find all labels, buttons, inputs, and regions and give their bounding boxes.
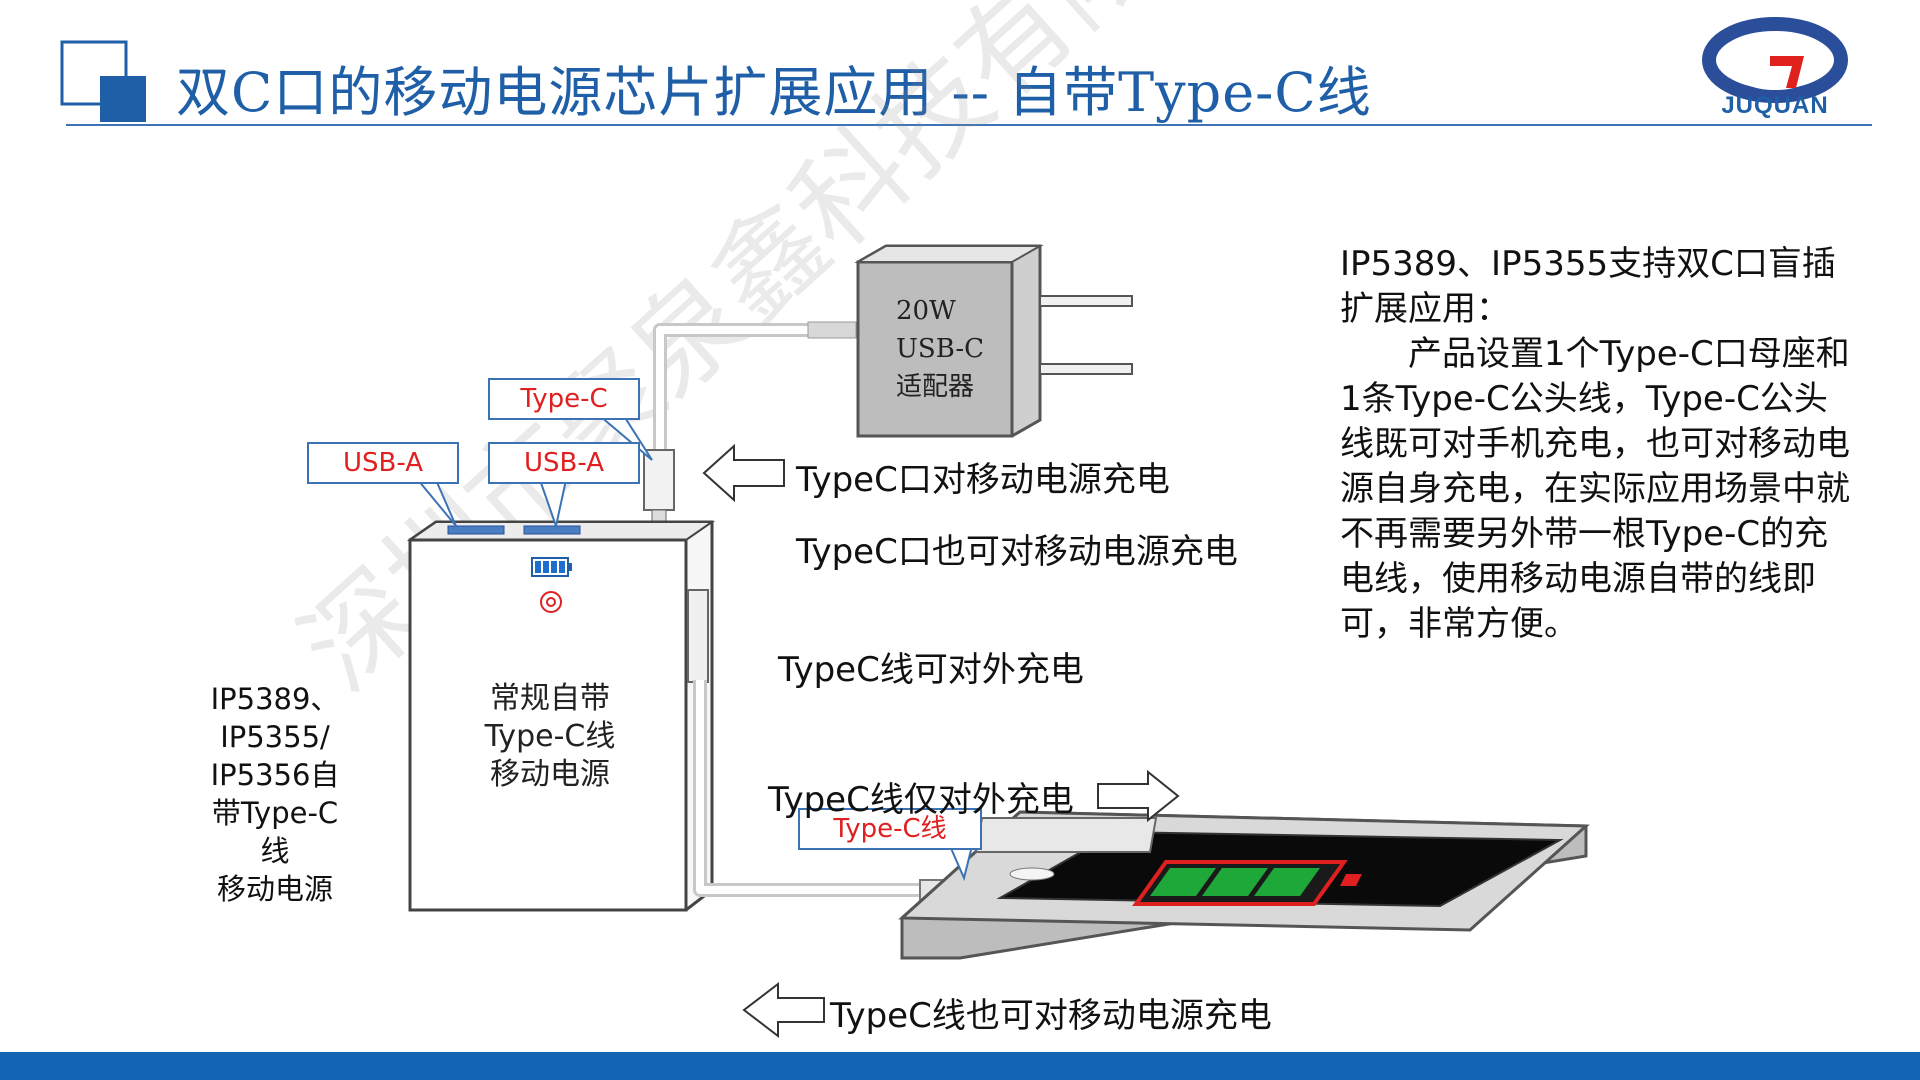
header-divider <box>66 124 1872 126</box>
juquan-logo: JUQUAN <box>1700 12 1850 120</box>
adapter-line-3: 适配器 <box>896 372 975 402</box>
chip-label-line-5: 线 <box>260 834 290 868</box>
arrow-right-cable <box>1097 769 1180 823</box>
adapter-label: 20W USB-C 适配器 <box>896 292 984 406</box>
callout-pointer-type-c-cable <box>949 845 973 882</box>
callout-usb-a-1: USB-A <box>307 442 459 484</box>
phone-battery-icon <box>1132 860 1362 906</box>
page-title: 双C口的移动电源芯片扩展应用 -- 自带Type-C线 <box>176 61 1372 124</box>
adapter-plug <box>807 321 857 339</box>
adapter-cable <box>653 323 830 460</box>
chip-label-line-4: 带Type-C <box>211 796 339 830</box>
flow-label-cable-in: TypeC线也可对移动电源充电 <box>830 996 1272 1036</box>
adapter-line-1: 20W <box>896 296 956 326</box>
header-square-icon <box>60 40 146 122</box>
description-p1: IP5389、IP5355支持双C口盲插扩展应用： <box>1340 244 1836 329</box>
callout-type-c: Type-C <box>488 378 640 420</box>
footer-bar <box>0 1052 1920 1080</box>
description-p2: 产品设置1个Type-C口母座和1条Type-C公头线，Type-C公头线既可对… <box>1340 334 1850 644</box>
adapter-line-2: USB-C <box>896 334 984 364</box>
chip-label-line-6: 移动电源 <box>216 872 333 906</box>
chip-label-line-1: IP5389、 <box>210 682 340 716</box>
description-text: IP5389、IP5355支持双C口盲插扩展应用： 产品设置1个Type-C口母… <box>1340 242 1860 647</box>
power-bank-line-3: 移动电源 <box>490 757 610 792</box>
flow-label-cable-only-out: TypeC线仅对外充电 <box>768 780 1074 820</box>
chip-label-line-2: IP5355/ <box>220 720 330 754</box>
arrow-left-port <box>702 443 785 503</box>
power-bank-label: 常规自带 Type-C线 移动电源 <box>420 680 680 794</box>
type-c-connector <box>643 449 675 533</box>
power-bank-line-2: Type-C线 <box>484 719 616 754</box>
power-bank <box>406 520 716 912</box>
callout-usb-a-2: USB-A <box>488 442 640 484</box>
callout-type-c-cable: Type-C线 <box>798 808 982 850</box>
callout-pointer-usb-a-1 <box>417 479 457 527</box>
chip-label-line-3: IP5356自 <box>210 758 340 792</box>
flow-label-port-in: TypeC口对移动电源充电 <box>796 460 1170 500</box>
callout-pointer-usb-a-2 <box>539 479 567 530</box>
flow-label-port-also: TypeC口也可对移动电源充电 <box>796 532 1238 572</box>
chip-model-label: IP5389、 IP5355/ IP5356自 带Type-C 线 移动电源 <box>185 680 365 908</box>
power-bank-line-1: 常规自带 <box>490 681 610 716</box>
arrow-left-cable <box>742 981 825 1039</box>
flow-label-cable-out: TypeC线可对外充电 <box>778 650 1084 690</box>
logo-text: JUQUAN <box>1721 92 1829 119</box>
adapter-icon <box>854 244 1133 438</box>
